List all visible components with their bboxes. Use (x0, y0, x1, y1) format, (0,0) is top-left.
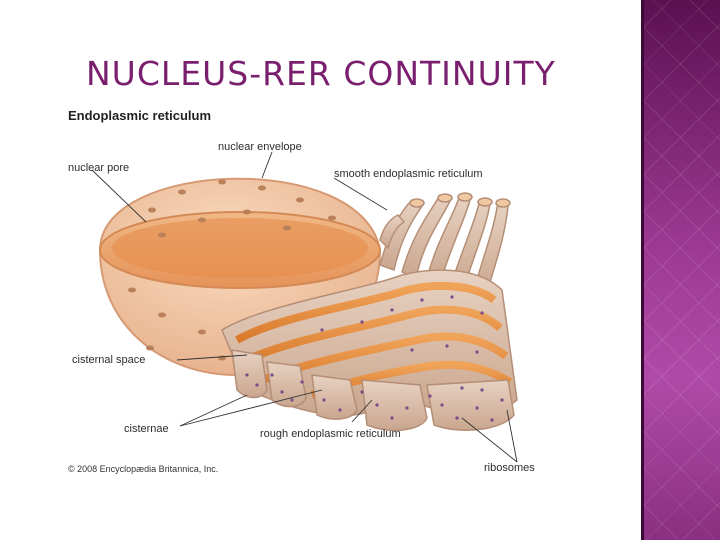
label-smooth-er: smooth endoplasmic reticulum (334, 168, 483, 180)
leader-lines (91, 151, 518, 463)
sidebar-edge (641, 0, 644, 540)
er-illustration (91, 151, 518, 463)
smooth-er (379, 192, 511, 297)
label-ribosomes: ribosomes (484, 462, 535, 474)
label-nuclear-pore: nuclear pore (68, 162, 130, 174)
decorative-sidebar (641, 0, 720, 540)
nucleus (98, 177, 382, 377)
figure-heading: Endoplasmic reticulum (68, 108, 212, 123)
slide-title: NUCLEUS-RER CONTINUITY (86, 54, 556, 93)
ribosomes-dots (245, 295, 504, 422)
er-diagram: Endoplasmic reticulum nuclear pore nucle… (62, 100, 602, 485)
label-nuclear-envelope: nuclear envelope (218, 141, 302, 153)
label-rough-er: rough endoplasmic reticulum (260, 428, 401, 440)
copyright-credit: © 2008 Encyclopædia Britannica, Inc. (68, 464, 219, 474)
label-cisternal-space: cisternal space (72, 354, 146, 366)
rough-er (221, 269, 518, 432)
label-cisternae: cisternae (124, 423, 169, 435)
